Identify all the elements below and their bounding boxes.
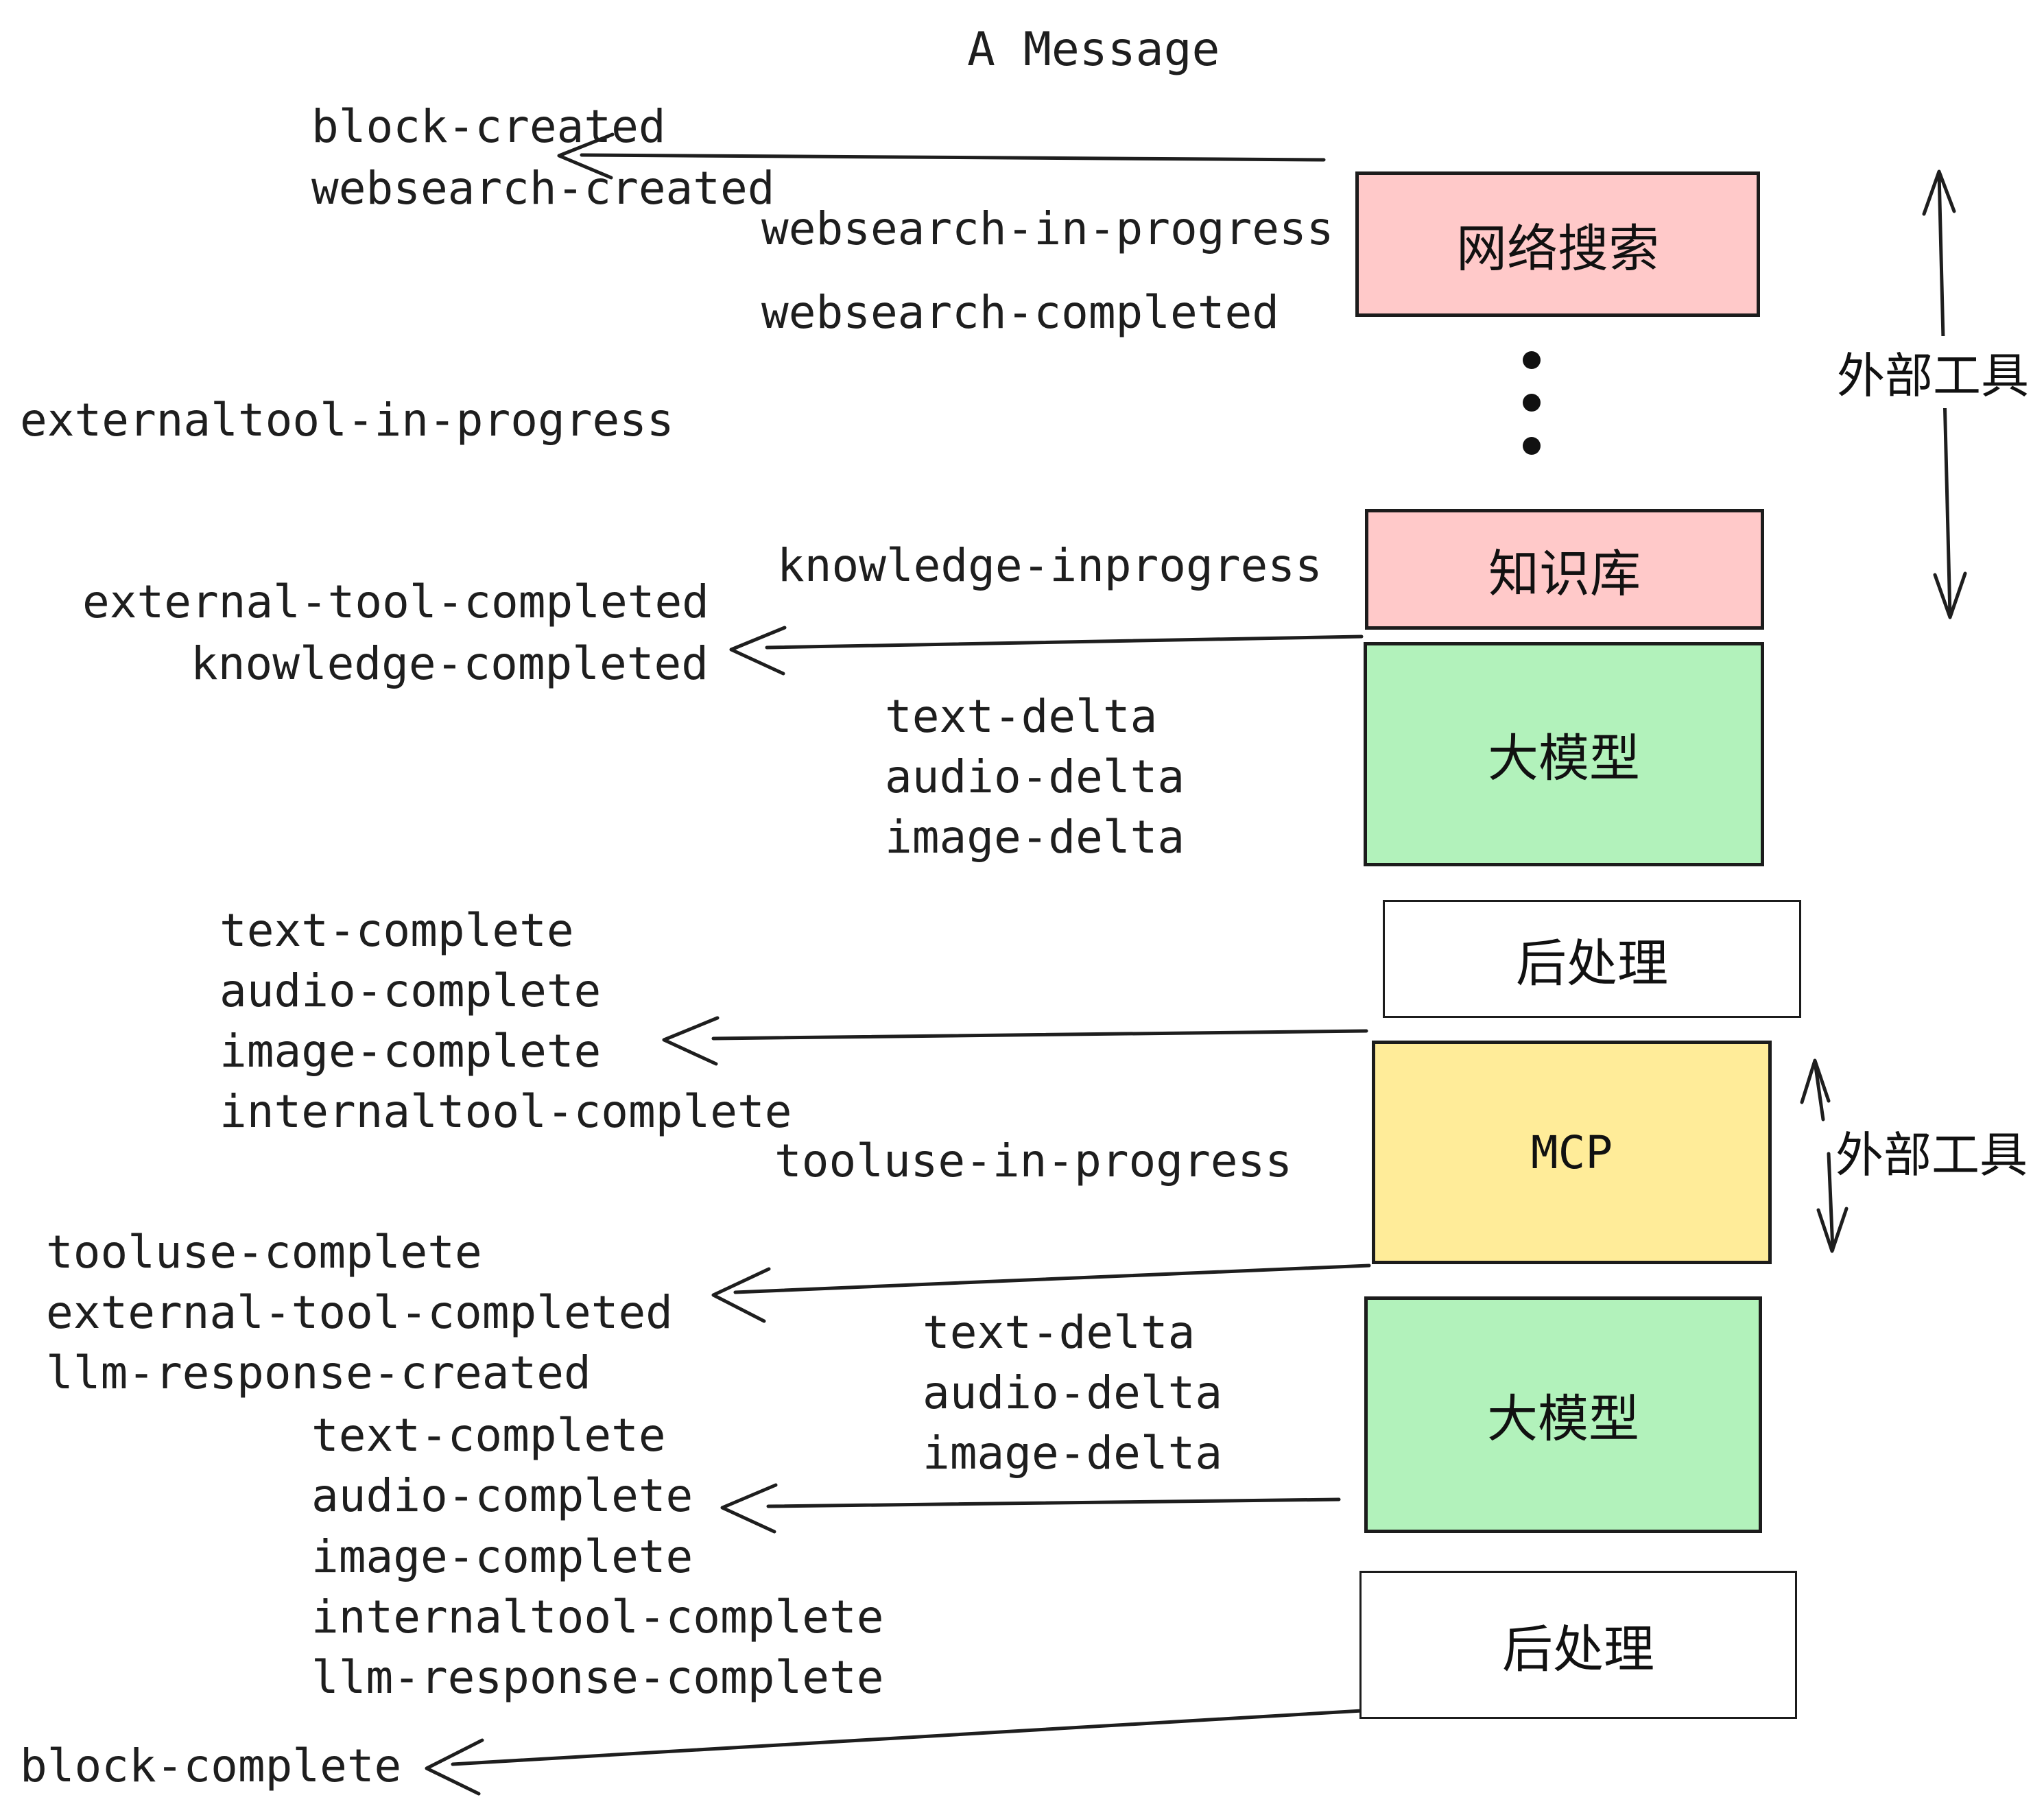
event-label-websearch-in-progress: websearch-in-progress [761,202,1334,255]
event-label-knowledge-completed: knowledge-completed [191,637,709,690]
box-knowledge-base: 知识库 [1365,509,1764,630]
event-label-llm-response-created: llm-response-created [46,1346,591,1399]
box-mcp: MCP [1372,1041,1772,1264]
box-postprocess-2: 后处理 [1359,1571,1797,1719]
event-label-block-complete: block-complete [20,1740,402,1792]
arrow-to-websearch-created [557,132,1326,180]
event-label-websearch-completed: websearch-completed [761,286,1279,339]
event-label-text-delta-2: text-delta [923,1306,1196,1359]
box-websearch: 网络搜索 [1355,171,1760,317]
event-label-internaltool-complete-2: internaltool-complete [311,1591,884,1643]
event-label-websearch-created: websearch-created [311,162,775,215]
box-knowledge-base-label: 知识库 [1488,544,1641,604]
box-postprocess-1: 后处理 [1383,900,1801,1018]
box-llm-2-label: 大模型 [1487,1390,1639,1449]
event-label-internaltool-complete-1: internaltool-complete [219,1085,792,1138]
arrow-to-external-tool-completed [711,1263,1371,1323]
box-postprocess-1-label: 后处理 [1516,934,1668,993]
event-label-image-complete-2: image-complete [311,1530,693,1583]
event-label-audio-delta-2: audio-delta [923,1366,1223,1419]
event-label-text-complete-2: text-complete [311,1409,666,1462]
event-label-llm-response-complete: llm-response-complete [311,1651,884,1704]
side-label-external-tools-2: 外部工具 [1835,1127,2028,1183]
event-label-knowledge-inprogress: knowledge-inprogress [777,539,1322,592]
event-label-text-complete-1: text-complete [219,904,574,957]
event-label-image-delta-2: image-delta [923,1427,1223,1480]
event-label-text-delta-1: text-delta [885,690,1158,743]
event-label-external-tool-completed-2: external-tool-completed [46,1286,673,1339]
event-label-external-tool-completed-1: external-tool-completed [82,575,709,628]
event-label-tooluse-complete: tooluse-complete [46,1226,482,1279]
external-tools-span-arrow-2 [1800,1058,1849,1253]
arrow-to-image-complete [662,1016,1368,1066]
diagram-title: A Message [967,23,1220,77]
box-websearch-label: 网络搜索 [1456,219,1659,278]
box-llm-1: 大模型 [1364,642,1764,866]
event-label-tooluse-in-progress: tooluse-in-progress [774,1135,1292,1187]
event-label-audio-delta-1: audio-delta [885,750,1185,803]
box-llm-2: 大模型 [1364,1296,1762,1533]
box-mcp-label: MCP [1530,1126,1613,1179]
box-llm-1-label: 大模型 [1488,729,1640,788]
event-label-image-delta-1: image-delta [885,811,1185,864]
event-label-audio-complete-2: audio-complete [311,1469,693,1522]
arrow-to-audio-complete [720,1483,1341,1534]
event-label-audio-complete-1: audio-complete [219,964,602,1017]
event-label-block-created: block-created [311,100,666,153]
event-label-image-complete-1: image-complete [219,1025,602,1078]
box-postprocess-2-label: 后处理 [1502,1619,1654,1679]
event-label-externaltool-in-progress: externaltool-in-progress [20,394,674,447]
arrow-to-block-complete [425,1709,1364,1796]
vertical-ellipsis-icon [1523,351,1541,455]
arrow-to-knowledge-completed [729,626,1364,676]
side-label-external-tools-1: 外部工具 [1833,336,2033,408]
